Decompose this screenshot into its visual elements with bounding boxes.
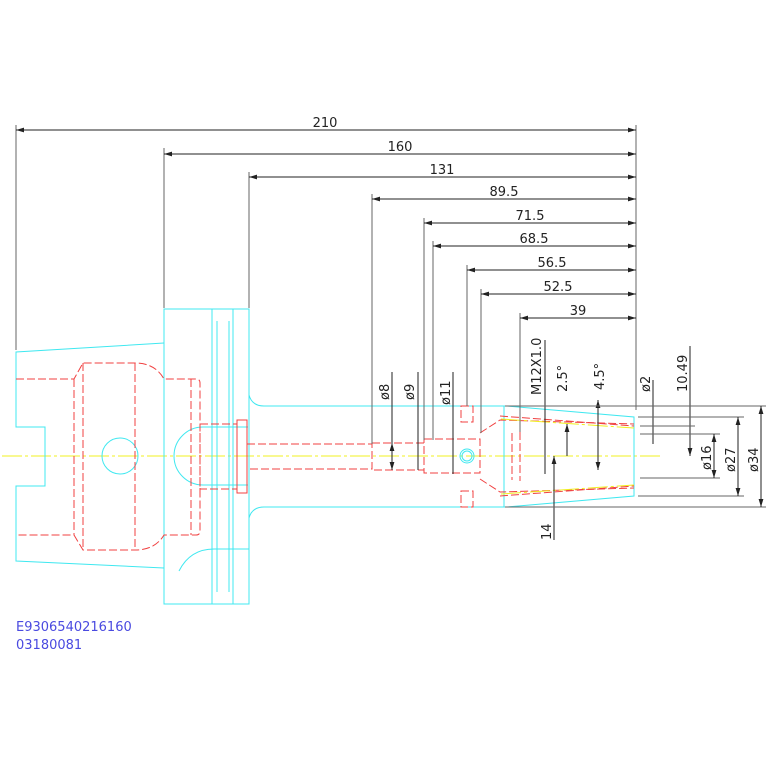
dim-thread: M12X1.0 (530, 338, 545, 395)
dim-d8: ø8 (378, 384, 393, 400)
dim-14: 14 (540, 523, 555, 540)
dim-131: 131 (430, 163, 455, 178)
part-number: 03180081 (16, 638, 83, 653)
dim-89-5: 89.5 (490, 185, 519, 200)
dim-52-5: 52.5 (544, 280, 573, 295)
holder-outline (15, 308, 635, 605)
dim-10-49: 10.49 (676, 355, 691, 392)
vertical-dimensions: ø8 ø9 ø11 M12X1.0 2.5° 4.5° ø2 10.49 ø16… (378, 338, 766, 540)
dim-71-5: 71.5 (516, 209, 545, 224)
dim-d34: ø34 (747, 448, 762, 473)
dim-68-5: 68.5 (520, 232, 549, 247)
dim-d27: ø27 (724, 448, 739, 473)
dim-d9: ø9 (403, 384, 418, 400)
dim-d11: ø11 (439, 381, 454, 406)
dim-56-5: 56.5 (538, 256, 567, 271)
dim-d16: ø16 (700, 446, 715, 471)
hidden-lines (16, 362, 635, 551)
part-code: E9306540216160 (16, 620, 132, 635)
dim-160: 160 (388, 140, 413, 155)
horizontal-dimensions: 210 160 131 89.5 71.5 68.5 56.5 52.5 39 (15, 116, 637, 444)
dim-210: 210 (313, 116, 338, 131)
dim-angle-2-5: 2.5° (556, 365, 571, 392)
dim-angle-4-5: 4.5° (593, 363, 608, 390)
dim-39: 39 (570, 304, 587, 319)
dim-d2: ø2 (639, 376, 654, 392)
